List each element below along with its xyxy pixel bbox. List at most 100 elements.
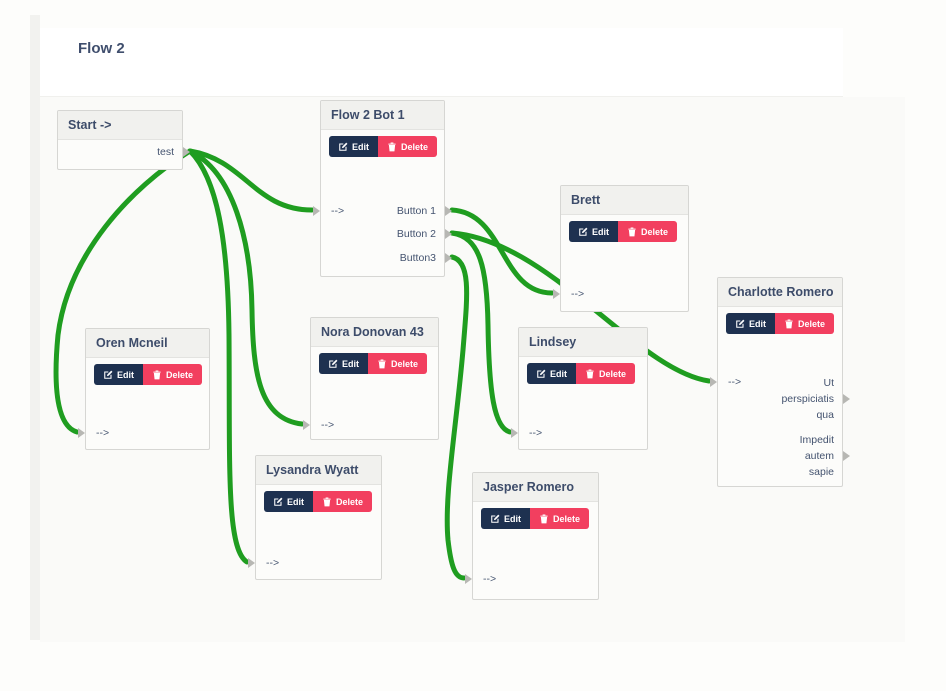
input-port[interactable]: [465, 574, 472, 584]
output-port[interactable]: [445, 206, 452, 216]
delete-button-label: Delete: [553, 513, 581, 524]
port-label-line: perspiciatis: [781, 393, 834, 405]
edit-button[interactable]: Edit: [94, 364, 143, 385]
port-label-line: -->: [728, 376, 742, 388]
input-port[interactable]: [511, 428, 518, 438]
port-label: -->: [483, 571, 496, 587]
delete-button[interactable]: Delete: [530, 508, 590, 529]
port-label-line: -->: [96, 427, 110, 439]
trash-icon: [627, 227, 637, 237]
edit-button[interactable]: Edit: [329, 136, 378, 157]
edit-button-label: Edit: [592, 226, 609, 237]
node-title: Flow 2 Bot 1: [331, 108, 405, 122]
pencil-square-icon: [103, 370, 113, 380]
node-title: Lindsey: [529, 335, 577, 349]
port-label: test: [157, 144, 174, 160]
node-actions: Edit Delete: [264, 491, 381, 512]
node-actions: Edit Delete: [319, 353, 438, 374]
node-header[interactable]: Lysandra Wyatt: [256, 456, 381, 485]
output-port[interactable]: [843, 394, 850, 404]
flow-header: Flow 2: [40, 28, 843, 97]
input-port[interactable]: [248, 558, 255, 568]
node-nora-donovan-43[interactable]: Nora Donovan 43 Edit Delete -->: [303, 317, 439, 440]
edit-button-label: Edit: [342, 358, 359, 369]
edit-button[interactable]: Edit: [527, 363, 576, 384]
node-header[interactable]: Lindsey: [519, 328, 647, 357]
port-label-line: -->: [266, 557, 280, 569]
node-title: Start ->: [68, 118, 112, 132]
port-label-line: Button3: [399, 252, 436, 264]
port-label-line: -->: [331, 205, 345, 217]
port-label-line: Button 1: [396, 205, 436, 217]
node-header[interactable]: Oren Mcneil: [86, 329, 209, 358]
trash-icon: [539, 514, 549, 524]
delete-button[interactable]: Delete: [618, 221, 678, 242]
input-port[interactable]: [553, 289, 560, 299]
edit-button[interactable]: Edit: [264, 491, 313, 512]
node-actions: Edit Delete: [527, 363, 647, 384]
delete-button[interactable]: Delete: [576, 363, 636, 384]
port-label: -->: [321, 417, 334, 433]
port-label: -->: [331, 203, 344, 219]
port-label-line: Ut: [823, 377, 835, 389]
delete-button-label: Delete: [798, 318, 826, 329]
pencil-square-icon: [536, 369, 546, 379]
output-port[interactable]: [445, 229, 452, 239]
delete-button[interactable]: Delete: [775, 313, 835, 334]
edit-button[interactable]: Edit: [319, 353, 368, 374]
input-port[interactable]: [313, 206, 320, 216]
delete-button[interactable]: Delete: [378, 136, 438, 157]
port-label-line: sapie: [808, 466, 834, 478]
node-header[interactable]: Jasper Romero: [473, 473, 598, 502]
node-header[interactable]: Flow 2 Bot 1: [321, 101, 444, 130]
page-title: Flow 2: [78, 40, 125, 57]
output-port[interactable]: [183, 147, 190, 157]
input-port[interactable]: [303, 420, 310, 430]
edit-button[interactable]: Edit: [726, 313, 775, 334]
node-header[interactable]: Brett: [561, 186, 688, 215]
delete-button[interactable]: Delete: [368, 353, 428, 374]
edit-button-label: Edit: [550, 368, 567, 379]
port-label: Button3: [400, 250, 436, 266]
input-port[interactable]: [78, 428, 85, 438]
node-header[interactable]: Charlotte Romero: [718, 278, 842, 307]
node-title: Nora Donovan 43: [321, 325, 424, 339]
edit-button[interactable]: Edit: [569, 221, 618, 242]
node-actions: Edit Delete: [94, 364, 209, 385]
delete-button[interactable]: Delete: [313, 491, 373, 512]
port-label: Ut perspiciatis qua: [781, 375, 834, 423]
node-header[interactable]: Start ->: [58, 111, 182, 140]
edit-button[interactable]: Edit: [481, 508, 530, 529]
pencil-square-icon: [490, 514, 500, 524]
delete-button-label: Delete: [336, 496, 364, 507]
port-label: -->: [529, 425, 542, 441]
port-label-line: Button 2: [396, 228, 436, 240]
delete-button[interactable]: Delete: [143, 364, 203, 385]
output-port[interactable]: [843, 451, 850, 461]
input-port[interactable]: [710, 377, 717, 387]
node-start[interactable]: Start -> test: [57, 110, 190, 170]
pencil-square-icon: [328, 359, 338, 369]
port-label-line: -->: [529, 427, 543, 439]
pencil-square-icon: [273, 497, 283, 507]
port-label-line: -->: [483, 573, 497, 585]
port-label-line: qua: [816, 409, 834, 421]
delete-button-label: Delete: [599, 368, 627, 379]
node-actions: Edit Delete: [569, 221, 688, 242]
node-header[interactable]: Nora Donovan 43: [311, 318, 438, 347]
edit-button-label: Edit: [749, 318, 766, 329]
trash-icon: [322, 497, 332, 507]
delete-button-label: Delete: [166, 369, 194, 380]
port-label-line: test: [157, 146, 174, 158]
output-port[interactable]: [445, 253, 452, 263]
port-label: -->: [266, 555, 279, 571]
